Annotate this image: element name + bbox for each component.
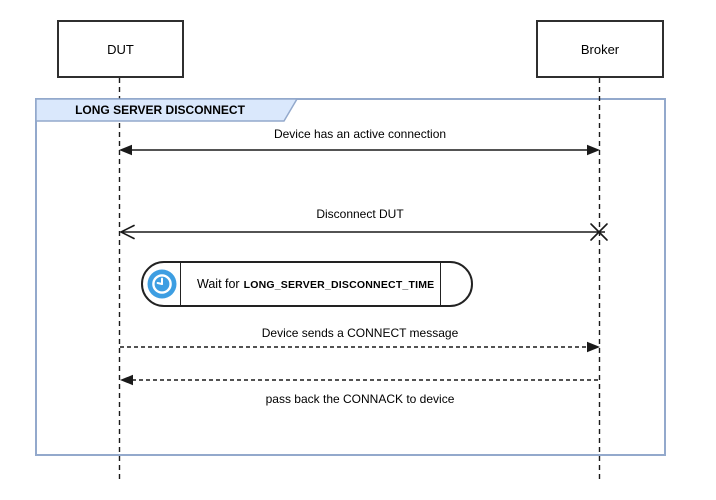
message-arrow-disconnect-dut xyxy=(119,223,608,241)
message-label-disconnect-dut: Disconnect DUT xyxy=(316,207,404,221)
clock-icon xyxy=(147,269,176,299)
message-arrow-connack xyxy=(120,374,600,386)
wait-constant: LONG_SERVER_DISCONNECT_TIME xyxy=(243,279,435,291)
wait-divider-right xyxy=(440,263,441,305)
message-arrow-active-connection xyxy=(119,144,600,156)
wait-icon-cell xyxy=(143,263,180,305)
actor-box-broker: Broker xyxy=(536,20,664,78)
message-label-active-connection: Device has an active connection xyxy=(273,127,447,141)
frame-title: LONG SERVER DISCONNECT xyxy=(75,103,245,117)
message-label-connack: pass back the CONNACK to device xyxy=(265,392,455,406)
actor-box-dut: DUT xyxy=(57,20,184,78)
actor-label-broker: Broker xyxy=(580,41,620,57)
wait-prefix: Wait for xyxy=(197,277,240,291)
message-arrow-connect xyxy=(120,341,600,353)
wait-divider-left xyxy=(180,263,181,305)
message-label-connect: Device sends a CONNECT message xyxy=(261,326,459,340)
actor-label-dut: DUT xyxy=(107,41,134,57)
